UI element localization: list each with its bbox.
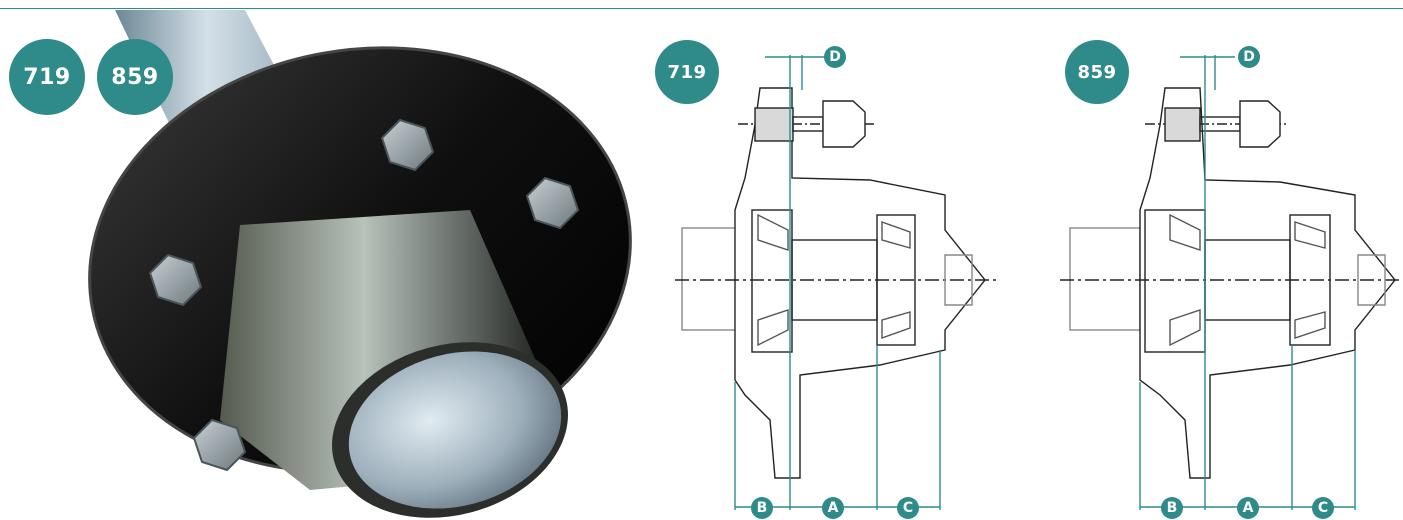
dimension-a-label: A	[1237, 497, 1259, 519]
outer-race-top	[881, 221, 911, 249]
hub-casting	[1139, 87, 1396, 479]
wheel-nut	[380, 118, 435, 172]
badge-859-photo: 859	[97, 39, 173, 115]
wheel-nut	[192, 418, 247, 472]
wheel-stud	[1164, 107, 1201, 142]
inner-race-top	[757, 213, 789, 251]
axle-stub	[1069, 227, 1141, 331]
hub-photo	[88, 10, 632, 518]
axle-stub	[681, 227, 738, 331]
wheel-nut	[148, 253, 203, 307]
dimension-b-label: B	[1161, 497, 1183, 519]
dimension-c-label: C	[1312, 497, 1334, 519]
outer-bearing	[876, 214, 916, 346]
outer-race-bottom	[1294, 311, 1326, 339]
hub-casting	[734, 87, 986, 479]
top-rule	[0, 8, 1403, 9]
wheel-stud	[754, 107, 794, 142]
outer-race-top	[1294, 221, 1326, 249]
section-drawing-719	[675, 55, 1000, 510]
dimension-d-label: D	[824, 46, 846, 68]
wheel-nuts	[148, 118, 580, 472]
dust-cap	[348, 351, 562, 509]
badge-719-diagram: 719	[655, 40, 719, 104]
inner-race-top	[1169, 213, 1201, 251]
badge-859-diagram: 859	[1065, 40, 1129, 104]
badge-719-photo: 719	[9, 39, 85, 115]
inner-race-bottom	[757, 309, 789, 347]
castle-nut	[944, 254, 973, 306]
outer-bearing	[1289, 214, 1331, 346]
stud-nut	[822, 100, 866, 148]
section-drawing-859	[1060, 55, 1400, 510]
castle-nut	[1357, 254, 1386, 306]
stud-nut	[1239, 100, 1281, 148]
dimension-a-label: A	[822, 497, 844, 519]
dimension-b-label: B	[751, 497, 773, 519]
inner-race-bottom	[1169, 309, 1201, 347]
dimension-d-label: D	[1238, 46, 1260, 68]
outer-race-bottom	[881, 311, 911, 339]
wheel-nut	[525, 176, 580, 230]
dimension-c-label: C	[897, 497, 919, 519]
